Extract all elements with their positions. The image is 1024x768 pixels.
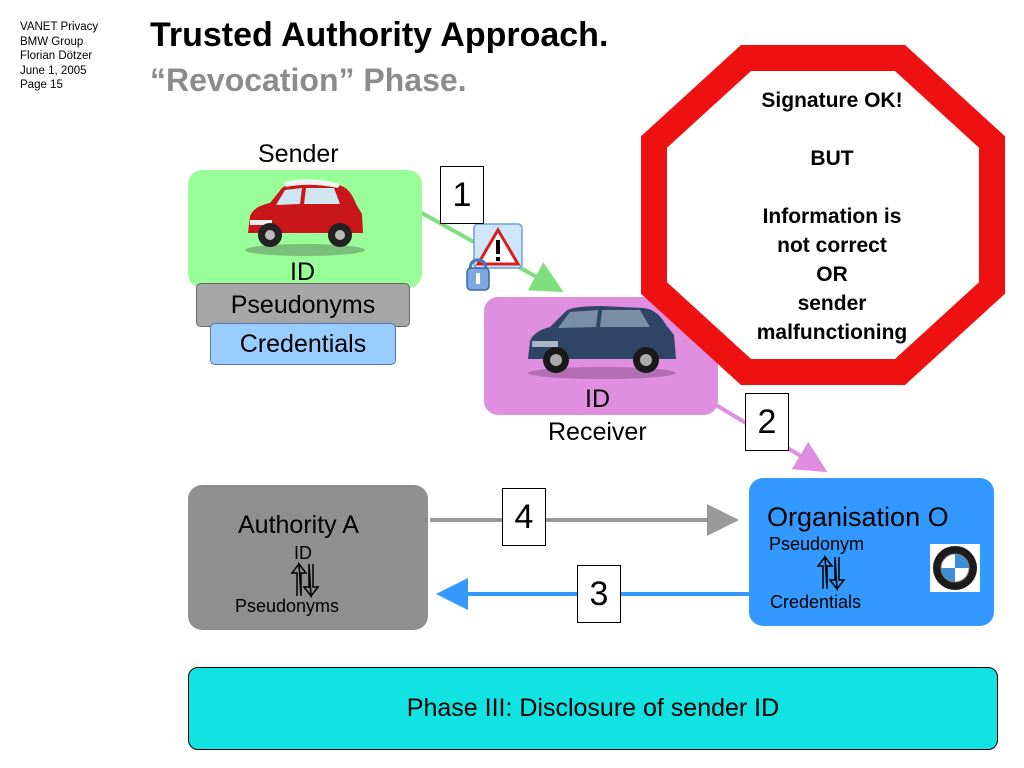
stop-line: Information is: [762, 205, 902, 228]
meta-line: VANET Privacy: [20, 21, 99, 33]
red-car-icon: [245, 179, 365, 256]
receiver-node: [484, 297, 718, 415]
bmw-logo-icon: [930, 544, 980, 592]
stop-line: OR: [816, 263, 848, 286]
double-arrow-icon: [816, 555, 846, 591]
organisation-credentials-label: Credentials: [770, 592, 862, 612]
credentials-bar: Credentials: [210, 323, 396, 365]
step-4-label: 4: [502, 488, 546, 546]
authority-title: Authority A: [238, 511, 359, 539]
stop-line: not correct: [777, 234, 887, 257]
stop-line: sender: [797, 292, 867, 315]
sender-label: Sender: [258, 140, 339, 168]
double-arrow-icon: [290, 562, 320, 598]
receiver-label: Receiver: [548, 418, 647, 446]
stop-sign-icon: [641, 45, 1005, 385]
step-2-label: 2: [745, 393, 789, 451]
stop-line: malfunctioning: [756, 321, 908, 344]
receiver-id-label: ID: [585, 385, 610, 413]
warning-lock-icon: [466, 223, 523, 291]
stop-sign-message: Signature OK! BUT Information is not cor…: [712, 86, 952, 347]
slide-title: Trusted Authority Approach.: [150, 16, 609, 54]
stop-line: BUT: [810, 147, 854, 170]
slide-subtitle: “Revocation” Phase.: [150, 62, 467, 98]
meta-line: Florian Dötzer: [20, 50, 93, 62]
meta-line: June 1, 2005: [20, 64, 87, 77]
authority-node: [188, 485, 428, 630]
step-3-label: 3: [577, 565, 621, 623]
authority-pseudonyms-label: Pseudonyms: [235, 596, 340, 616]
pseudonyms-bar: Pseudonyms: [196, 283, 410, 327]
stop-line: Signature OK!: [761, 89, 903, 112]
blue-suv-icon: [528, 306, 676, 379]
authority-id-label: ID: [294, 543, 312, 563]
phase-banner: Phase III: Disclosure of sender ID: [188, 667, 998, 750]
sender-id-label: ID: [290, 258, 315, 286]
organisation-title: Organisation O: [767, 502, 949, 532]
slide-meta: VANET Privacy BMW Group Florian Dötzer J…: [20, 20, 98, 93]
meta-line: BMW Group: [20, 35, 84, 48]
sender-node: [188, 170, 422, 288]
organisation-pseudonym-label: Pseudonym: [769, 534, 865, 554]
step-1-label: 1: [440, 166, 484, 224]
meta-line: Page 15: [20, 79, 63, 91]
